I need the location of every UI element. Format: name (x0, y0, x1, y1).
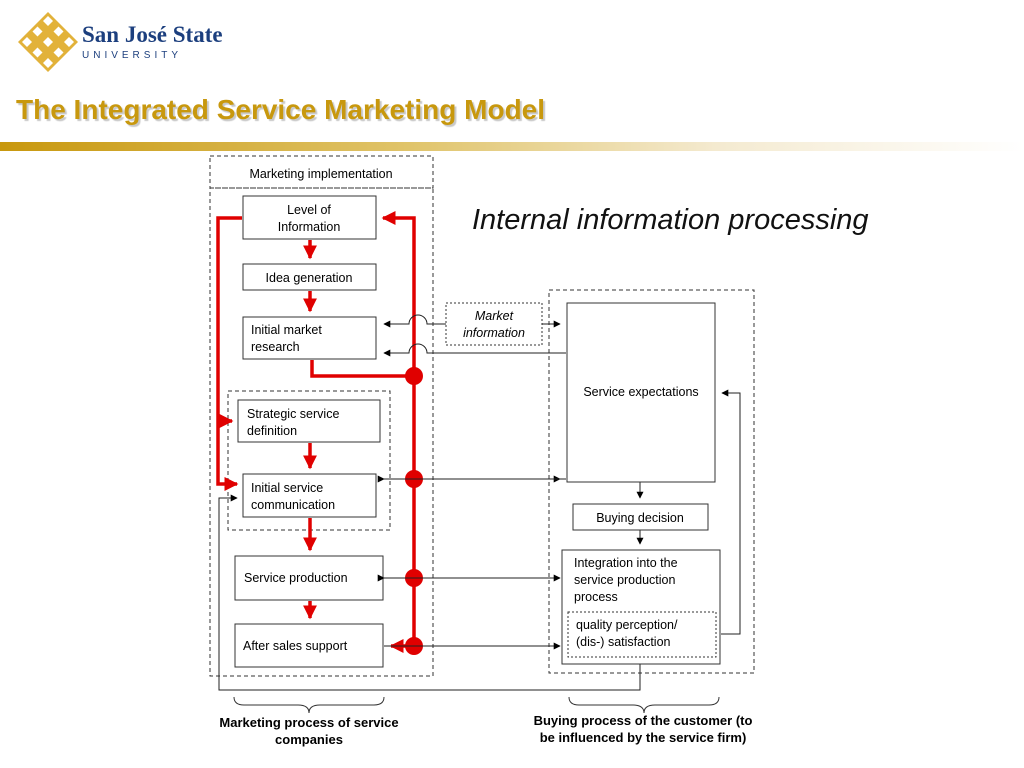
sjsu-logo-icon (18, 12, 78, 72)
integration-line-1: Integration into the (574, 556, 678, 570)
initial-service-communication-box: Initial service communication (242, 473, 377, 518)
initial-market-research-line-2: research (251, 340, 300, 354)
initial-service-communication-line-2: communication (251, 498, 335, 512)
initial-market-research-box: Initial market research (242, 316, 377, 360)
left-curly-brace (233, 696, 385, 714)
strategic-service-definition-label: Strategic service definition (247, 407, 339, 438)
idea-generation-box: Idea generation (242, 263, 377, 291)
right-curly-brace (568, 696, 720, 714)
market-information-box: Market information (445, 302, 543, 346)
level-of-information-label: Level of Information (278, 203, 341, 234)
integration-label: Integration into the service production pr… (574, 556, 678, 604)
right-caption: Buying process of the customer (to be inf… (534, 713, 753, 745)
buying-decision-label: Buying decision (596, 511, 684, 525)
service-expectations-box: Service expectations (566, 302, 716, 483)
level-of-information-line-1: Level of (287, 203, 331, 217)
after-sales-support-label: After sales support (243, 639, 348, 653)
initial-market-research-label: Initial market research (251, 323, 322, 354)
left-caption-line-1: Marketing process of service (219, 715, 398, 730)
quality-perception-line-2: (dis-) satisfaction (576, 635, 671, 649)
diagram-subtitle: Internal information processing (472, 204, 869, 236)
market-information-label: Market information (463, 309, 525, 340)
strategic-service-definition-line-1: Strategic service (247, 407, 339, 421)
service-production-box: Service production (234, 555, 384, 601)
initial-service-communication-label: Initial service communication (251, 481, 335, 512)
university-subtitle: UNIVERSITY (82, 50, 183, 61)
strategic-service-definition-box: Strategic service definition (237, 399, 381, 443)
marketing-implementation-frame (209, 155, 434, 189)
quality-perception-box: quality perception/ (dis-) satisfaction (567, 611, 717, 658)
service-expectations-label: Service expectations (583, 385, 698, 399)
initial-service-communication-line-1: Initial service (251, 481, 323, 495)
quality-perception-line-1: quality perception/ (576, 618, 678, 632)
strategic-service-definition-line-2: definition (247, 424, 297, 438)
left-caption: Marketing process of service companies (219, 715, 398, 747)
right-caption-line-1: Buying process of the customer (to (534, 713, 753, 728)
market-information-line-1: Market (475, 309, 514, 323)
service-production-label: Service production (244, 571, 348, 585)
market-information-line-2: information (463, 326, 525, 340)
black-connectors (218, 314, 741, 691)
left-caption-line-2: companies (275, 732, 343, 747)
red-flow-arrows (216, 211, 416, 653)
level-of-information-box: Level of Information (242, 195, 377, 240)
initial-market-research-line-1: Initial market (251, 323, 322, 337)
buying-decision-box: Buying decision (572, 503, 709, 531)
integration-line-3: process (574, 590, 618, 604)
after-sales-support-box: After sales support (234, 623, 384, 668)
slide-title: The Integrated Service Marketing Model (16, 94, 546, 125)
marketing-process-frame (209, 187, 434, 677)
marketing-implementation-label: Marketing implementation (249, 167, 392, 181)
title-underline-bar (0, 142, 1024, 151)
quality-perception-label: quality perception/ (dis-) satisfaction (576, 618, 678, 649)
right-caption-line-2: be influenced by the service firm) (540, 730, 747, 745)
integration-line-2: service production (574, 573, 675, 587)
level-of-information-line-2: Information (278, 220, 341, 234)
university-name: San José State (82, 22, 223, 47)
idea-generation-label: Idea generation (266, 271, 353, 285)
